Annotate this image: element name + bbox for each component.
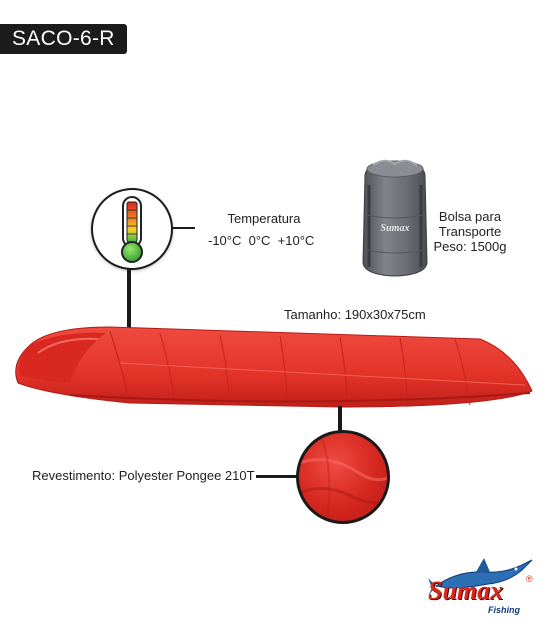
thermometer-circle bbox=[91, 188, 173, 270]
temperature-connector-line bbox=[171, 227, 195, 229]
lining-connector-line bbox=[256, 475, 298, 478]
fabric-texture bbox=[299, 433, 387, 521]
logo-registered: ® bbox=[526, 574, 533, 584]
product-code: SACO-6-R bbox=[12, 27, 115, 50]
brand-logo: Sumax ® Fishing bbox=[428, 556, 538, 616]
thermometer-icon bbox=[121, 196, 143, 263]
product-code-badge: SACO-6-R bbox=[0, 24, 127, 54]
lining-up-line bbox=[338, 406, 342, 432]
bag-weight: Peso: 1500g bbox=[433, 239, 507, 254]
bag-label-line2: Transporte bbox=[438, 224, 502, 239]
bag-label-line1: Bolsa para bbox=[438, 209, 502, 224]
size-label: Tamanho: 190x30x75cm bbox=[284, 307, 426, 322]
sleeping-bag-image bbox=[15, 326, 533, 408]
temperature-values: -10°C 0°C +10°C bbox=[208, 233, 315, 248]
carry-bag-image: Sumax bbox=[362, 159, 428, 277]
marlin-fish-icon bbox=[428, 558, 533, 596]
logo-name: Sumax bbox=[428, 576, 504, 605]
temperature-title: Temperatura bbox=[227, 211, 301, 226]
fabric-zoom-circle bbox=[296, 430, 390, 524]
lining-label: Revestimento: Polyester Pongee 210T bbox=[32, 468, 255, 483]
logo-sub: Fishing bbox=[488, 605, 520, 615]
thermometer-down-line bbox=[127, 268, 131, 328]
carry-bag-print: Sumax bbox=[381, 223, 410, 234]
